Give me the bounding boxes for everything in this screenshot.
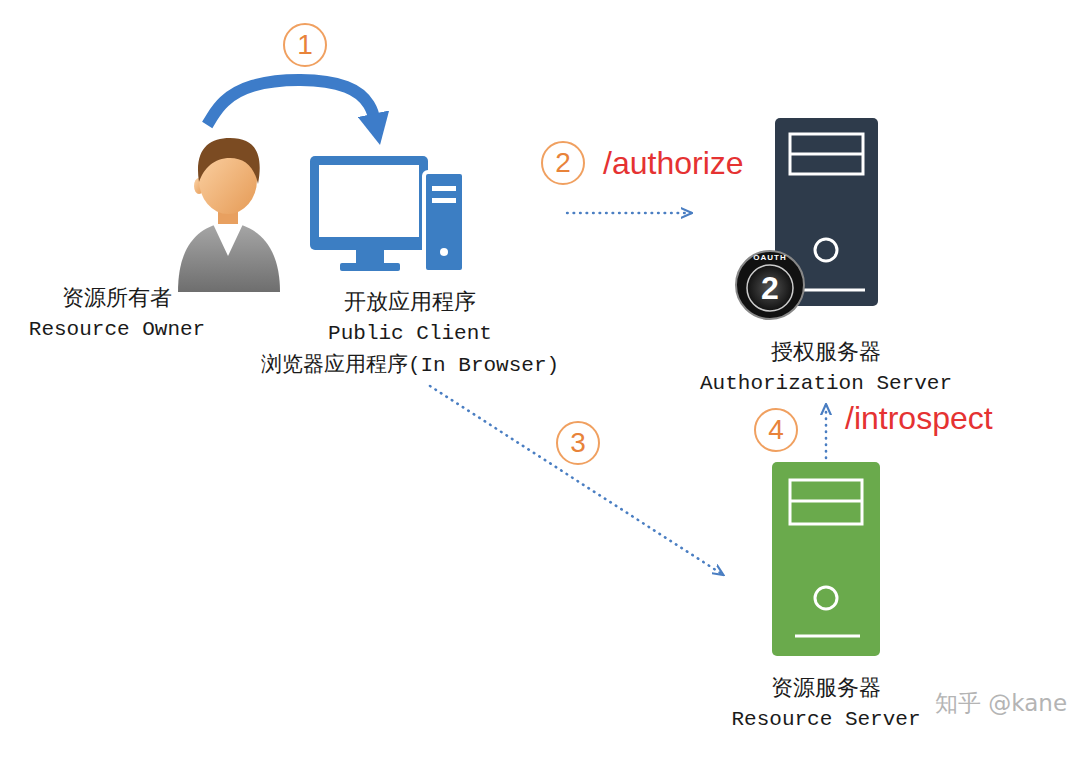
logo-text: OAUTH: [753, 253, 786, 262]
oauth-logo-core: [747, 265, 793, 311]
server-button: [815, 239, 837, 261]
node-subtitle: Public Client: [261, 318, 559, 350]
server-bay: [790, 480, 862, 524]
person-hair: [198, 138, 260, 184]
callout-circle: 4: [754, 408, 798, 452]
monitor-frame: [310, 156, 428, 250]
server-bay-line: [790, 153, 863, 156]
endpoint-label: /introspect: [845, 400, 993, 436]
node-title: 资源所有者: [29, 282, 205, 314]
server-button: [815, 587, 837, 609]
pc-tower: [424, 172, 464, 272]
logo-text-box: 2: [761, 270, 779, 307]
node-title: 资源服务器: [731, 672, 920, 704]
callout-circle: 3: [556, 421, 600, 465]
oauth-logo-ring: [736, 251, 804, 319]
monitor-base: [340, 263, 400, 271]
person-body: [178, 222, 280, 292]
request-arrow: [567, 212, 692, 215]
callout-number: 1: [297, 29, 313, 61]
request-arrow: [825, 404, 828, 458]
server-case: [772, 462, 880, 656]
node-subtitle: Resource Owner: [29, 314, 205, 346]
watermark-box: 知乎 @kane: [935, 688, 1067, 719]
node-subtitle: Authorization Server: [700, 368, 952, 400]
watermark: 知乎 @kane: [935, 690, 1067, 716]
callout-number: 4: [768, 414, 784, 446]
server-line: [800, 289, 865, 292]
callout-number: 2: [555, 147, 571, 179]
callout-number: 3: [570, 427, 586, 459]
endpoint-label: /authorize: [603, 145, 744, 181]
monitor-screen: [319, 165, 419, 237]
monitor-stand: [356, 250, 384, 264]
flow-arrow: [207, 80, 377, 131]
node-subtitle: 浏览器应用程序(In Browser): [261, 350, 559, 382]
server-bay: [790, 134, 863, 174]
node-title: 开放应用程序: [261, 286, 559, 318]
person-collar: [213, 224, 243, 256]
callout-circle: 2: [541, 141, 585, 185]
server-bay-line: [790, 500, 862, 503]
server-node: 资源服务器Resource Server: [723, 458, 928, 740]
tower-slot: [432, 186, 456, 191]
tower-button: [440, 248, 448, 256]
node-subtitle: Resource Server: [731, 704, 920, 736]
logo-text-box: OAUTH: [753, 253, 786, 262]
node-title: 授权服务器: [700, 336, 952, 368]
actor-node: 资源所有者Resource Owner: [21, 125, 213, 350]
logo-text: 2: [761, 270, 779, 306]
callout-circle: 1: [283, 23, 327, 67]
tower-slot: [432, 198, 456, 203]
client-node: 开放应用程序Public Client浏览器应用程序(In Browser): [253, 145, 567, 386]
request-arrow: [430, 386, 723, 575]
server-line: [795, 635, 860, 638]
